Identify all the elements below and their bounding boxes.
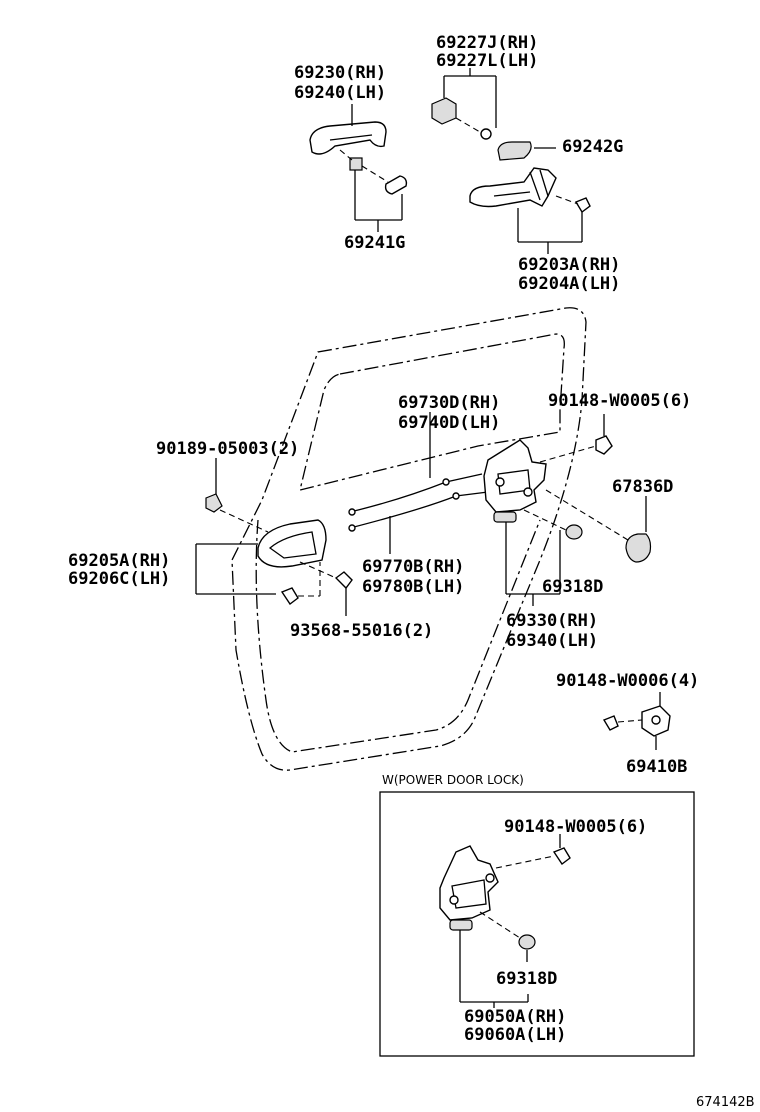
label-93568: 93568-55016(2) — [290, 621, 433, 641]
power-lock-box-title: W(POWER DOOR LOCK) — [382, 773, 524, 787]
label-69060a: 69060A(LH) — [464, 1025, 566, 1045]
power-lock-bushing-part[interactable] — [518, 934, 536, 950]
lock-screw-part[interactable] — [595, 435, 613, 455]
handle-pad-part[interactable] — [349, 157, 363, 171]
label-69242g: 69242G — [562, 137, 623, 157]
label-69770b: 69770B(RH) — [362, 557, 464, 577]
gasket-part[interactable] — [497, 141, 532, 161]
label-69227j: 69227J(RH) — [436, 33, 538, 53]
label-69230: 69230(RH) — [294, 63, 386, 83]
label-69740d: 69740D(LH) — [398, 413, 500, 433]
lock-pad-part[interactable] — [493, 511, 517, 523]
label-69318d-box: 69318D — [496, 969, 557, 989]
handle-bolt-part[interactable] — [334, 571, 353, 590]
door-lock-group — [348, 412, 652, 606]
label-67836d: 67836D — [612, 477, 673, 497]
label-69340: 69340(LH) — [506, 631, 598, 651]
small-bolt-part[interactable] — [480, 128, 492, 140]
frame-screw-part[interactable] — [574, 197, 591, 214]
label-90148-w0005-box: 90148-W0005(6) — [504, 817, 647, 837]
striker-cover-part[interactable] — [625, 533, 652, 563]
label-90189: 90189-05003(2) — [156, 439, 299, 459]
label-69730d: 69730D(RH) — [398, 393, 500, 413]
label-69204a: 69204A(LH) — [518, 274, 620, 294]
power-lock-screw-part[interactable] — [552, 847, 571, 866]
label-69227l: 69227L(LH) — [436, 51, 538, 71]
label-69203a: 69203A(RH) — [518, 255, 620, 275]
label-69410b: 69410B — [626, 757, 687, 777]
power-lock-group — [439, 834, 571, 1008]
door-lock-assembly-part[interactable] — [483, 439, 547, 513]
label-69241g: 69241G — [344, 233, 405, 253]
label-69240: 69240(LH) — [294, 83, 386, 103]
label-69330: 69330(RH) — [506, 611, 598, 631]
striker-group — [602, 692, 671, 750]
power-lock-pad-part[interactable] — [449, 919, 473, 931]
inside-handle-group — [195, 458, 353, 616]
striker-screw-part[interactable] — [602, 715, 619, 731]
label-69318d-top: 69318D — [542, 577, 603, 597]
handle-cap-part[interactable] — [431, 97, 457, 125]
handle-cover-part[interactable] — [384, 175, 408, 195]
label-69780b: 69780B(LH) — [362, 577, 464, 597]
handle-frame-part[interactable] — [469, 167, 557, 208]
label-69206c: 69206C(LH) — [68, 569, 170, 589]
outside-handle-group — [309, 104, 408, 232]
label-69205a: 69205A(RH) — [68, 551, 170, 571]
diagram-ref-code: 674142B — [696, 1095, 755, 1110]
door-outline — [231, 307, 587, 771]
bushing-part[interactable] — [565, 524, 583, 540]
label-90148-w0006: 90148-W0006(4) — [556, 671, 699, 691]
clip-part[interactable] — [205, 493, 223, 513]
inner-handle-frame-group — [431, 68, 591, 254]
label-90148-w0005-top: 90148-W0005(6) — [548, 391, 691, 411]
label-69050a: 69050A(RH) — [464, 1007, 566, 1027]
inside-handle-part[interactable] — [257, 519, 327, 568]
handle-screw-part[interactable] — [280, 587, 299, 606]
power-door-lock-box — [379, 791, 695, 1057]
